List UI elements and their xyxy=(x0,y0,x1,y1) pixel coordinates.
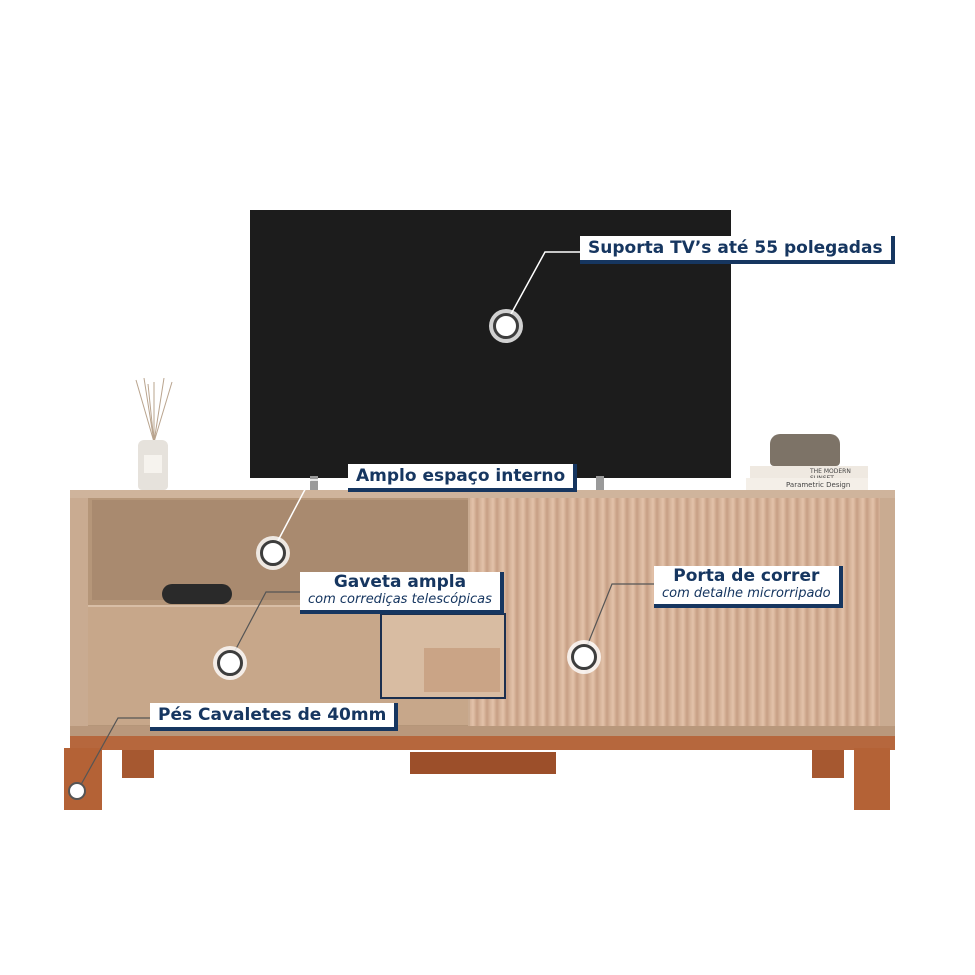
drawer-callout-dot xyxy=(217,650,243,676)
callout-drawer: Gaveta ampla com corrediças telescópicas xyxy=(300,572,504,614)
callout-interior-title: Amplo espaço interno xyxy=(356,466,566,486)
book-bottom: Parametric Design xyxy=(746,478,868,490)
base-center-brace xyxy=(410,752,556,774)
callout-door-subtitle: com detalhe microrripado xyxy=(662,586,831,601)
tv-callout-dot xyxy=(493,313,519,339)
callout-tv: Suporta TV’s até 55 polegadas xyxy=(580,236,895,264)
base-frame xyxy=(70,736,895,750)
interior-callout-dot xyxy=(260,540,286,566)
callout-feet: Pés Cavaletes de 40mm xyxy=(150,703,399,731)
open-drawer-detail xyxy=(424,648,500,692)
callout-door: Porta de correr com detalhe microrripado xyxy=(654,566,843,608)
callout-drawer-subtitle: com corrediças telescópicas xyxy=(308,592,492,607)
cabinet-bottom xyxy=(70,726,895,736)
leg-back-left xyxy=(122,750,154,778)
gamepad xyxy=(162,584,232,604)
tv-foot-right xyxy=(596,476,604,490)
callout-drawer-title: Gaveta ampla xyxy=(333,572,467,592)
callout-interior: Amplo espaço interno xyxy=(348,464,578,492)
leg-front-right xyxy=(854,748,890,810)
tv-foot-left xyxy=(310,476,318,490)
sliding-door xyxy=(470,498,880,726)
leg-back-right xyxy=(812,750,844,778)
decorative-vase xyxy=(770,434,840,466)
bottle-label xyxy=(144,455,162,473)
reed-diffuser-sticks xyxy=(135,378,173,442)
cabinet-top xyxy=(70,490,895,498)
book-bottom-title: Parametric Design xyxy=(786,481,851,489)
door-callout-dot xyxy=(571,644,597,670)
callout-door-title: Porta de correr xyxy=(673,566,820,586)
callout-feet-title: Pés Cavaletes de 40mm xyxy=(158,705,387,725)
callout-tv-title: Suporta TV’s até 55 polegadas xyxy=(588,238,883,258)
feet-callout-dot xyxy=(68,782,86,800)
